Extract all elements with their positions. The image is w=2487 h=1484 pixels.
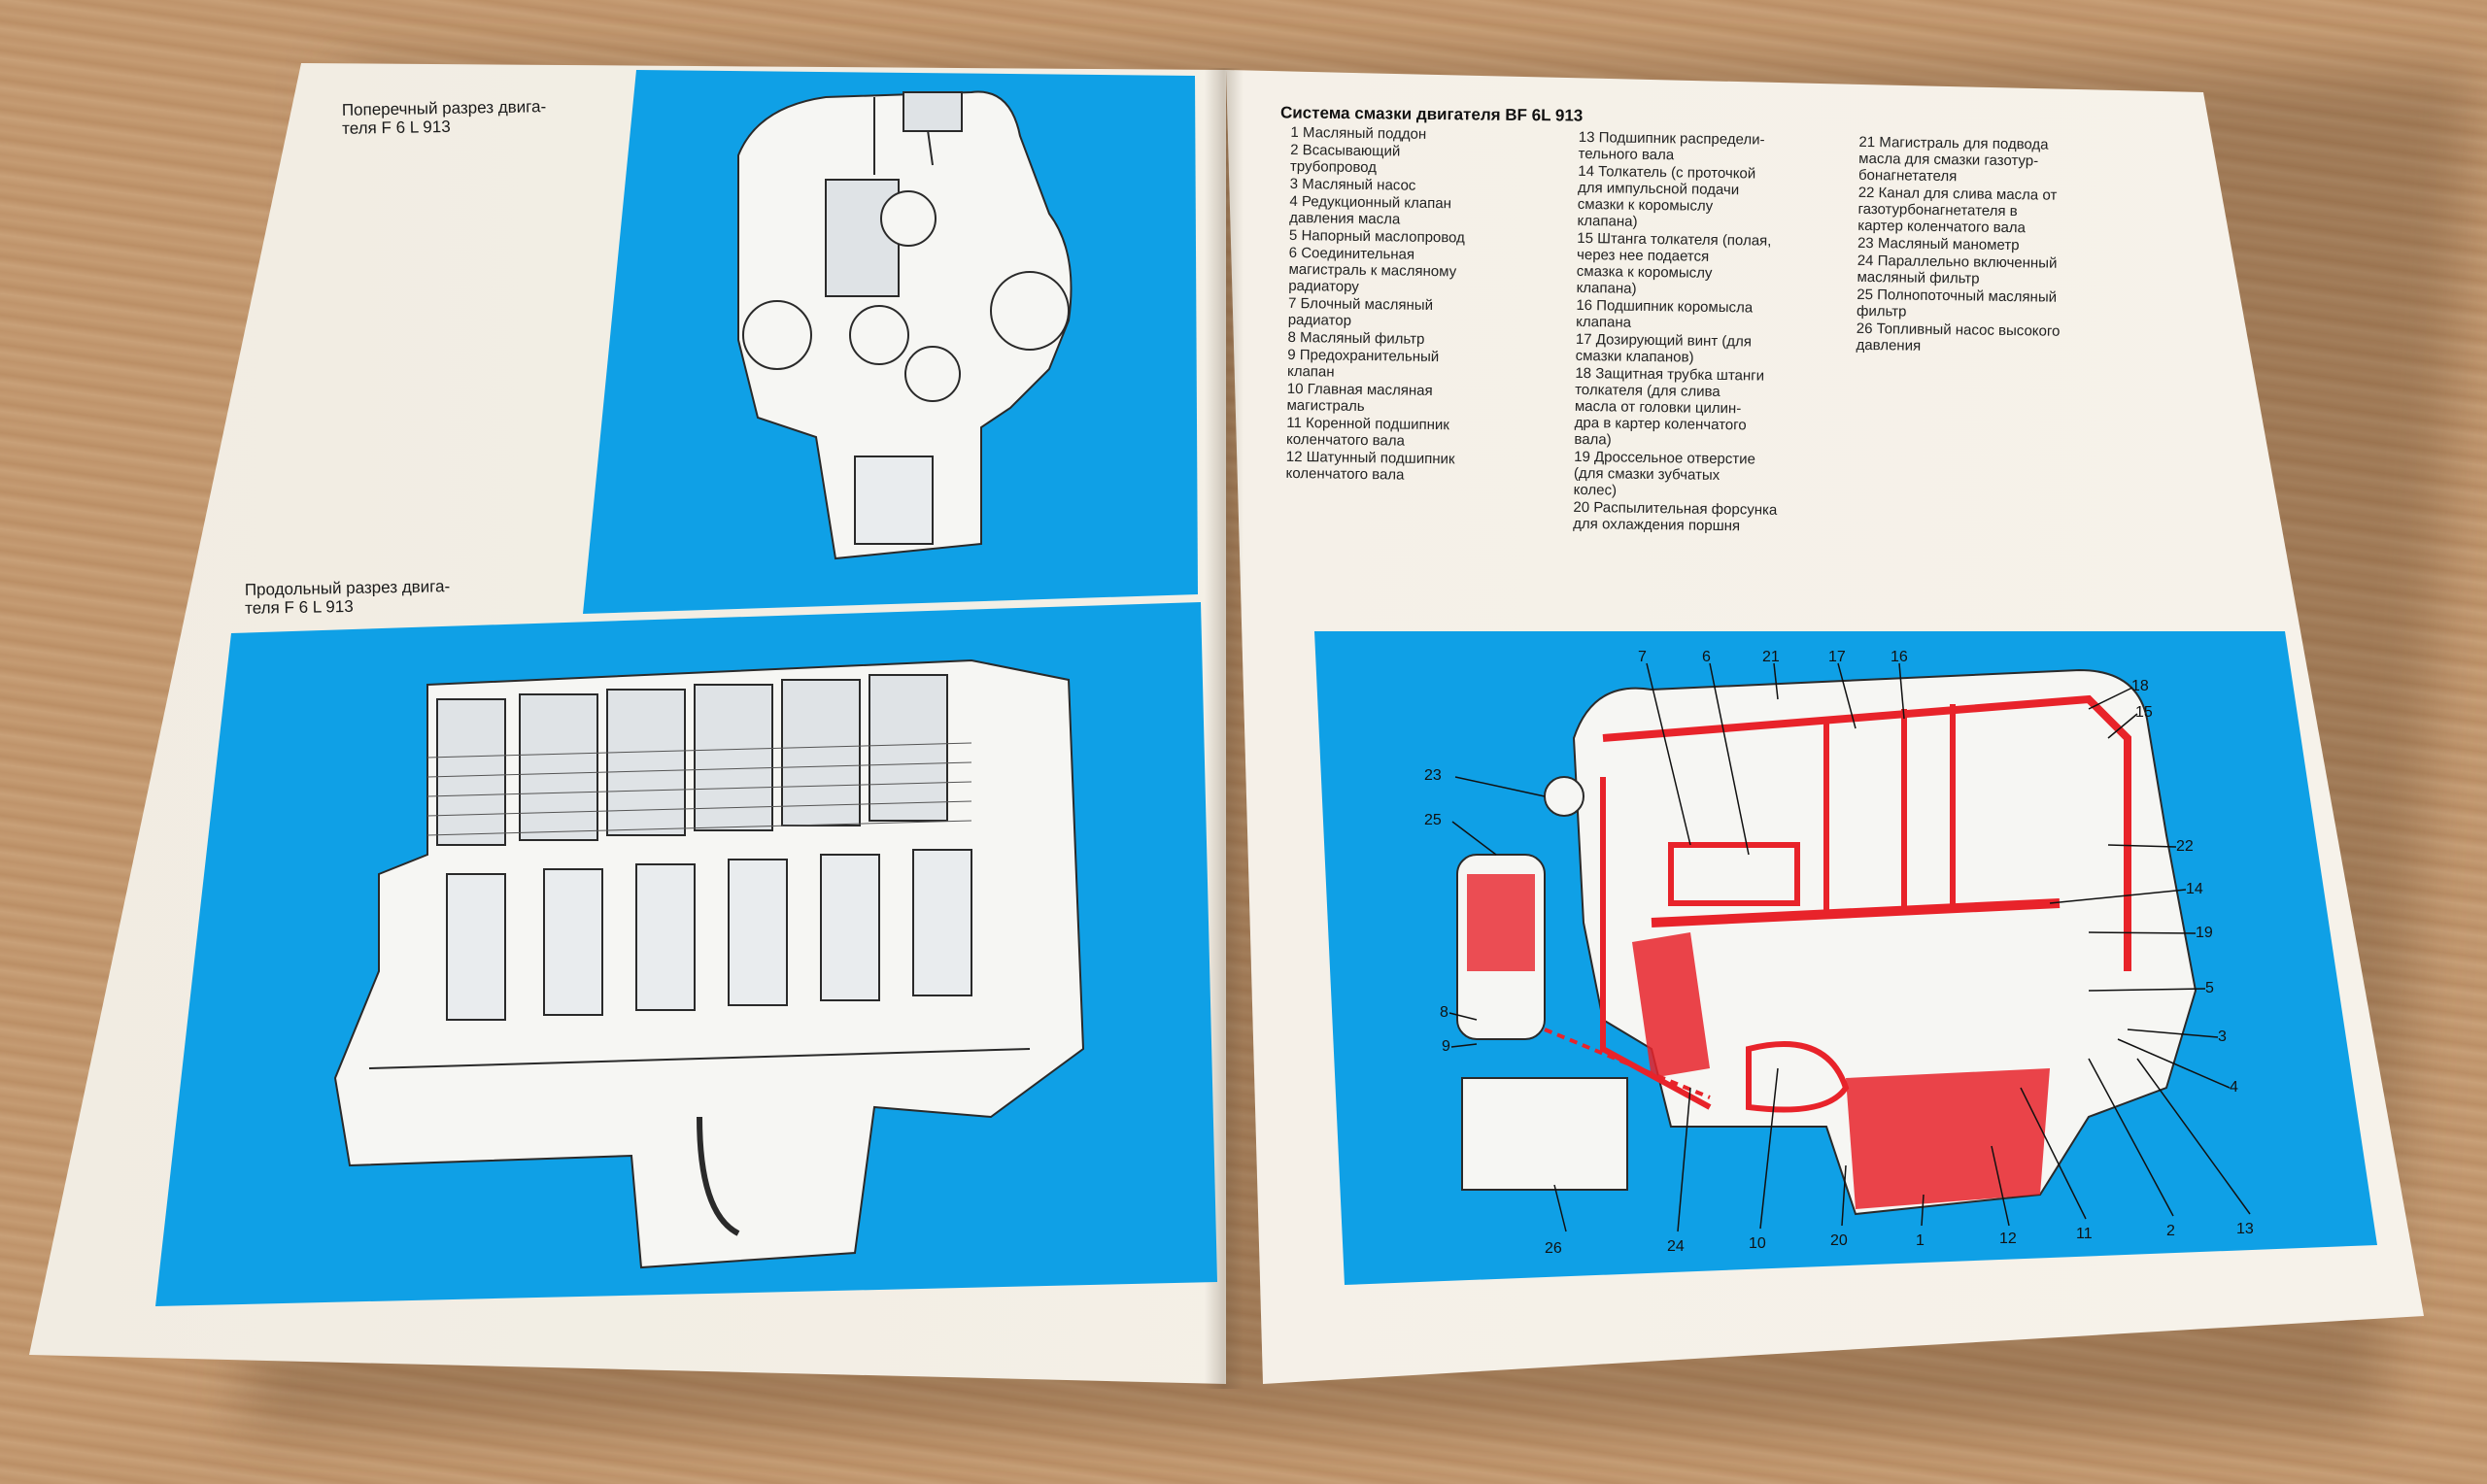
diagram-label: 19 <box>2196 925 2213 941</box>
longitudinal-section-caption: Продольный разрез двига- теля F 6 L 913 <box>244 577 451 618</box>
diagram-label: 12 <box>1999 1231 2017 1247</box>
legend-item: 13 Подшипник распредели- тельного вала <box>1578 128 1765 164</box>
diagram-label: 2 <box>2166 1223 2175 1239</box>
legend-item: 26 Топливный насос высокого давления <box>1856 320 2061 354</box>
legend-item: 4 Редукционный клапан давления масла <box>1289 192 1452 228</box>
legend-item: 11 Коренной подшипник коленчатого вала <box>1285 414 1450 450</box>
legend-column-2: 13 Подшипник распредели- тельного вала 1… <box>1573 129 1870 537</box>
diagram-number-labels: 7 6 21 17 16 18 15 23 25 22 14 19 5 3 4 … <box>1424 649 2254 1257</box>
diagram-label: 14 <box>2186 881 2203 897</box>
diagram-label: 24 <box>1667 1238 1685 1255</box>
legend-item: 24 Параллельно включенный масляный фильт… <box>1857 252 2058 287</box>
diagram-label: 13 <box>2236 1221 2254 1237</box>
legend-item: 7 Блочный масляный радиатор <box>1287 294 1434 329</box>
diagram-label: 23 <box>1424 767 1442 784</box>
diagram-label: 11 <box>2076 1226 2093 1242</box>
longitudinal-engine-drawing <box>333 658 1085 1269</box>
diagram-label: 1 <box>1916 1232 1925 1249</box>
lubrication-engine-drawing: 7 6 21 17 16 18 15 23 25 22 14 19 5 3 4 … <box>1424 649 2254 1257</box>
diagram-label: 15 <box>2135 704 2153 721</box>
diagram-label: 4 <box>2230 1079 2238 1096</box>
diagram-label: 16 <box>1891 649 1908 665</box>
legend-item: 15 Штанга толкателя (полая, через нее по… <box>1576 229 1772 297</box>
legend-item: 2 Всасывающий трубопровод <box>1289 141 1401 177</box>
legend-column-1: 1 Масляный поддон 2 Всасывающий трубопро… <box>1285 124 1582 487</box>
legend-item: 20 Распылительная форсунка для охлаждени… <box>1573 498 1778 535</box>
legend-item: 14 Толкатель (с проточкой для импульсной… <box>1577 162 1756 230</box>
cross-section-engine-drawing <box>737 90 1073 560</box>
diagram-label: 17 <box>1828 649 1846 665</box>
legend-item: 18 Защитная трубка штанги толкателя (для… <box>1574 364 1765 449</box>
legend-item: 12 Шатунный подшипник коленчатого вала <box>1285 448 1455 484</box>
legend-item: 6 Соединительная магистраль к масляному … <box>1288 244 1457 295</box>
diagram-label: 7 <box>1638 649 1647 665</box>
diagram-label: 20 <box>1830 1232 1848 1249</box>
diagram-label: 6 <box>1702 649 1711 665</box>
legend-title: Система смазки двигателя BF 6L 913 <box>1279 103 1584 125</box>
diagram-label: 8 <box>1440 1004 1448 1021</box>
legend-item: 25 Полнопоточный масляный фильтр <box>1856 286 2058 320</box>
diagram-label: 21 <box>1762 649 1780 665</box>
diagram-label: 10 <box>1749 1235 1766 1252</box>
cross-section-caption: Поперечный разрез двига- теля F 6 L 913 <box>341 97 547 138</box>
legend-item: 19 Дроссельное отверстие (для смазки зуб… <box>1573 448 1756 499</box>
diagram-label: 18 <box>2131 678 2149 694</box>
legend-column-3: 21 Магистраль для подвода масла для смаз… <box>1856 134 2160 358</box>
legend-item: 17 Дозирующий винт (для смазки клапанов) <box>1575 330 1753 366</box>
legend-item: 10 Главная масляная магистраль <box>1286 380 1433 416</box>
legend-item: 16 Подшипник коромысла клапана <box>1576 296 1754 331</box>
diagram-label: 3 <box>2218 1029 2227 1045</box>
diagram-label: 25 <box>1424 812 1442 828</box>
legend-item: 21 Магистраль для подвода масла для смаз… <box>1857 133 2049 186</box>
legend-item: 22 Канал для слива масла от газотурбонаг… <box>1857 184 2058 237</box>
diagram-label: 22 <box>2176 838 2194 855</box>
legend-item: 9 Предохранительный клапан <box>1286 346 1440 381</box>
diagram-label: 26 <box>1545 1240 1562 1257</box>
diagram-label: 9 <box>1442 1038 1450 1055</box>
diagram-label: 5 <box>2205 980 2214 996</box>
